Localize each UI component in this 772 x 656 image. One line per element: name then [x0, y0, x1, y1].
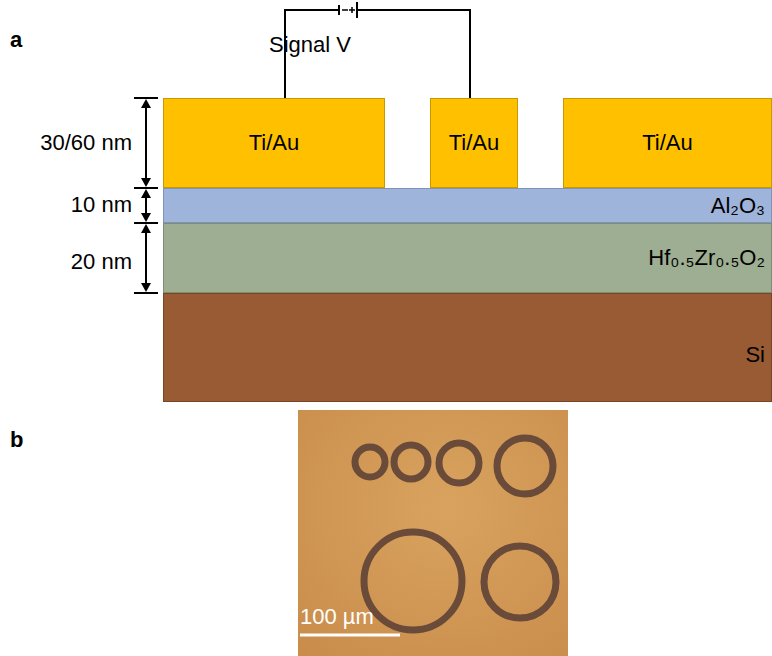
layer-label: Ti/Au: [249, 130, 300, 155]
layer-label: Si: [745, 342, 765, 367]
panel-letter: a: [10, 27, 22, 52]
ferroelectric-layer: Hf₀.₅Zr₀.₅O₂: [163, 223, 772, 293]
battery-plate: [356, 2, 358, 18]
layer-label: Al₂O₃: [711, 193, 765, 218]
battery-plate: [338, 5, 340, 15]
oxide-layer: Al₂O₃: [163, 188, 772, 223]
plus-sign: [351, 7, 353, 13]
electrode-pad: Ti/Au: [430, 98, 518, 188]
layer-label: Ti/Au: [449, 130, 500, 155]
ring-electrodes: [355, 438, 556, 630]
scale-label: 100 µm: [300, 604, 374, 629]
layer-label: Hf₀.₅Zr₀.₅O₂: [648, 245, 765, 270]
substrate-layer: Si: [163, 293, 772, 402]
wire: [357, 10, 470, 98]
panel-letter: b: [10, 427, 23, 452]
layer-label: Ti/Au: [642, 130, 693, 155]
signal-label: Signal V: [269, 32, 351, 57]
dimension-label: 20 nm: [71, 249, 132, 274]
minus-sign: [342, 9, 348, 11]
micrograph: [298, 410, 568, 656]
electrode-pad: Ti/Au: [563, 98, 772, 188]
dimension-arrows: [134, 98, 158, 293]
dimension-label: 30/60 nm: [40, 130, 132, 155]
dimension-label: 10 nm: [71, 192, 132, 217]
electrode-pad: Ti/Au: [163, 98, 385, 188]
scale-bar: [300, 634, 400, 637]
